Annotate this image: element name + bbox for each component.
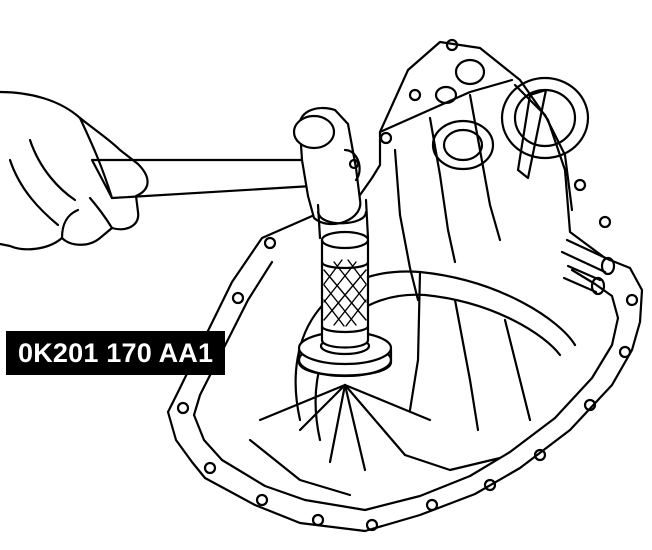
seal-installer-tool [297, 230, 393, 378]
hammer [90, 106, 370, 240]
tool-part-number-label: 0K201 170 AA1 [6, 331, 226, 375]
hand [0, 90, 149, 251]
transaxle-case [166, 38, 644, 533]
